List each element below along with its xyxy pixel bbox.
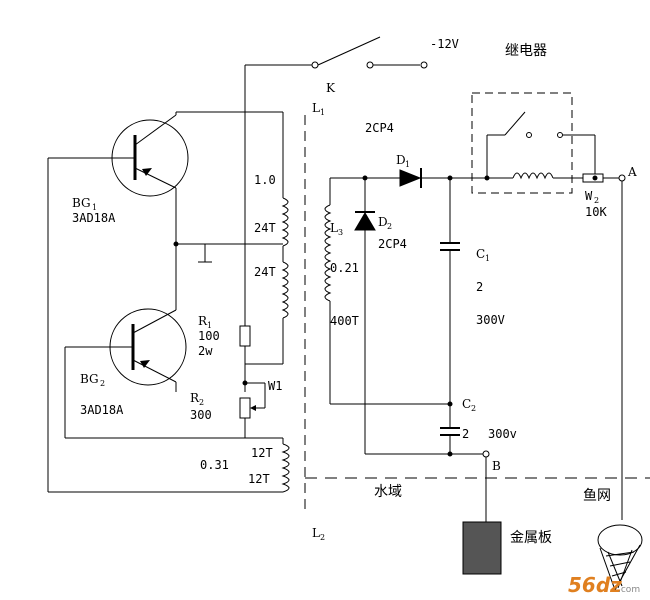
turns-12t-upper: 12T xyxy=(251,446,273,460)
r1-sub: 1 xyxy=(207,321,212,330)
c1-label: C xyxy=(476,247,485,261)
c1-sub: 1 xyxy=(485,254,490,263)
d2-type-label: 2CP4 xyxy=(378,237,407,251)
wire-031-label: 0.31 xyxy=(200,458,229,472)
wire-021-label: 0.21 xyxy=(330,261,359,275)
c1-value: 2 xyxy=(476,280,483,294)
watermark-url: .com xyxy=(618,585,640,595)
r1-power: 2w xyxy=(198,344,213,358)
r2-label: R xyxy=(190,391,200,405)
c1-voltage: 300V xyxy=(476,313,505,327)
coil-l1-lower xyxy=(281,261,289,319)
r2-sub: 2 xyxy=(199,398,204,407)
supply-label: -12V xyxy=(430,37,459,51)
diode-d1 xyxy=(399,169,422,187)
bg1-label: BG xyxy=(72,196,91,210)
l2-label: L xyxy=(312,526,320,540)
supply-terminal xyxy=(420,61,428,69)
l3-sub: 3 xyxy=(338,228,343,237)
switch-k-label: K xyxy=(326,81,336,95)
l2-sub: 2 xyxy=(320,533,325,542)
r2-value: 300 xyxy=(190,408,212,422)
bg2-label: BG xyxy=(80,372,99,386)
bg1-type: 3AD18A xyxy=(72,211,116,225)
w2-label: W xyxy=(585,189,593,203)
d1-label: D xyxy=(396,153,406,167)
turns-24t-upper: 24T xyxy=(254,221,276,235)
wire-1-0-label: 1.0 xyxy=(254,173,276,187)
watermark: 56dz xyxy=(568,573,622,597)
r1-value: 100 xyxy=(198,329,220,343)
bg1-sub: 1 xyxy=(92,203,97,212)
coil-l2 xyxy=(281,443,290,493)
coil-l3 xyxy=(324,204,332,302)
l1-label: L xyxy=(312,101,320,115)
transistor-bg2 xyxy=(65,308,187,386)
relay-label: 继电器 xyxy=(505,43,547,59)
node-a-label: A xyxy=(627,165,637,179)
turns-24t-lower: 24T xyxy=(254,265,276,279)
d1-sub: 1 xyxy=(405,160,410,169)
d1-type-label: 2CP4 xyxy=(365,121,394,135)
d2-label: D xyxy=(378,215,388,229)
relay-box xyxy=(471,92,573,194)
relay-coil xyxy=(512,172,554,180)
relay-contact xyxy=(504,111,526,136)
turns-400t: 400T xyxy=(330,314,359,328)
water-label: 水域 xyxy=(374,484,402,500)
c2-label: C xyxy=(462,397,471,411)
c2-sub: 2 xyxy=(471,404,476,413)
node-b-label: B xyxy=(492,459,501,473)
switch-k xyxy=(317,36,381,66)
w1-label: W1 xyxy=(268,379,282,393)
fishnet-icon xyxy=(597,524,643,592)
l1-sub: 1 xyxy=(320,108,325,117)
c2-value: 2 xyxy=(462,427,469,441)
w2-value: 10K xyxy=(585,205,607,219)
metal-plate xyxy=(462,521,502,575)
resistor-r1 xyxy=(239,325,251,347)
bg2-sub: 2 xyxy=(100,379,105,388)
coil-l1-upper xyxy=(281,197,289,247)
turns-12t-lower: 12T xyxy=(248,472,270,486)
c2-voltage: 300v xyxy=(488,427,517,441)
d2-sub: 2 xyxy=(387,222,392,231)
r1-label: R xyxy=(198,314,208,328)
fishnet-label: 鱼网 xyxy=(583,487,611,504)
metal-plate-label: 金属板 xyxy=(510,530,552,546)
l3-label: L xyxy=(330,221,338,235)
w2-sub: 2 xyxy=(594,196,599,205)
bg2-type: 3AD18A xyxy=(80,403,124,417)
